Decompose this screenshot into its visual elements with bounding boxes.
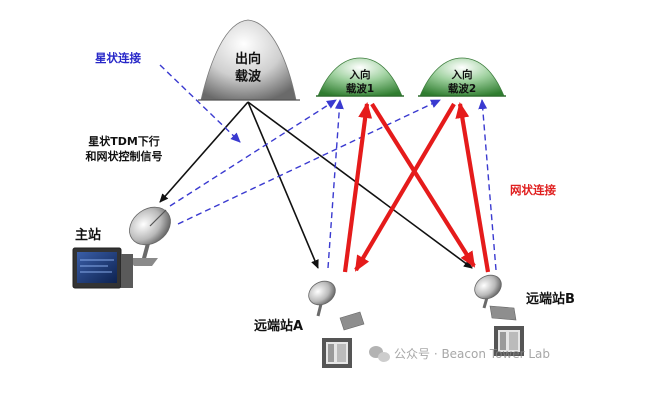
hub-dish-icon bbox=[128, 206, 171, 266]
remote-b-label: 远端站B bbox=[526, 291, 575, 307]
wechat-icon bbox=[369, 346, 390, 362]
remote-a-dish-icon bbox=[308, 280, 336, 317]
inbound-carrier-1-label: 入向载波1 bbox=[346, 68, 374, 95]
watermark: 公众号 · Beacon Tower Lab bbox=[369, 346, 550, 362]
hub-to-inbound-1-dashed-arrow bbox=[169, 99, 337, 207]
remote-b-to-inbound-2-arrow bbox=[455, 102, 491, 273]
remote-b-uplink-dashed-arrow bbox=[478, 99, 497, 271]
star-link-label-pointer-arrow bbox=[159, 64, 241, 143]
mesh-link-label: 网状连接 bbox=[510, 183, 556, 197]
inbound-carrier-2-label: 入向载波2 bbox=[448, 68, 476, 95]
inbound-carrier-1-shape bbox=[316, 57, 404, 97]
downlink-to-remote-b-arrow bbox=[247, 101, 473, 269]
hub-label: 主站 bbox=[75, 227, 101, 243]
remote-a-uplink-dashed-arrow bbox=[327, 99, 344, 269]
inbound-2-to-remote-a-arrow bbox=[354, 102, 456, 272]
star-tdm-downlink-arrows bbox=[159, 101, 473, 269]
remote-b-dish-icon bbox=[474, 274, 502, 309]
remote-a-modem-icon bbox=[322, 311, 365, 368]
star-tdm-label: 星状TDM下行和网状控制信号 bbox=[86, 134, 163, 163]
remote-a-to-inbound-1-arrow bbox=[342, 102, 373, 273]
inbound-carrier-2-shape bbox=[418, 57, 506, 97]
hub-to-inbound-2-dashed-arrow bbox=[177, 99, 441, 225]
outbound-carrier-label: 出向载波 bbox=[235, 51, 262, 85]
mesh-link-arrows bbox=[342, 102, 491, 273]
star-link-label: 星状连接 bbox=[95, 51, 141, 65]
downlink-to-hub-arrow bbox=[159, 101, 249, 203]
star-link-dashed-arrows bbox=[159, 64, 497, 271]
remote-b-modem-icon bbox=[489, 305, 524, 356]
watermark-text: 公众号 · Beacon Tower Lab bbox=[394, 347, 550, 361]
outbound-carrier-shape bbox=[198, 19, 300, 101]
inbound-1-to-remote-b-arrow bbox=[370, 102, 476, 268]
remote-a-label: 远端站A bbox=[254, 318, 303, 334]
downlink-to-remote-a-arrow bbox=[247, 101, 319, 269]
hub-monitor-icon bbox=[72, 247, 133, 289]
